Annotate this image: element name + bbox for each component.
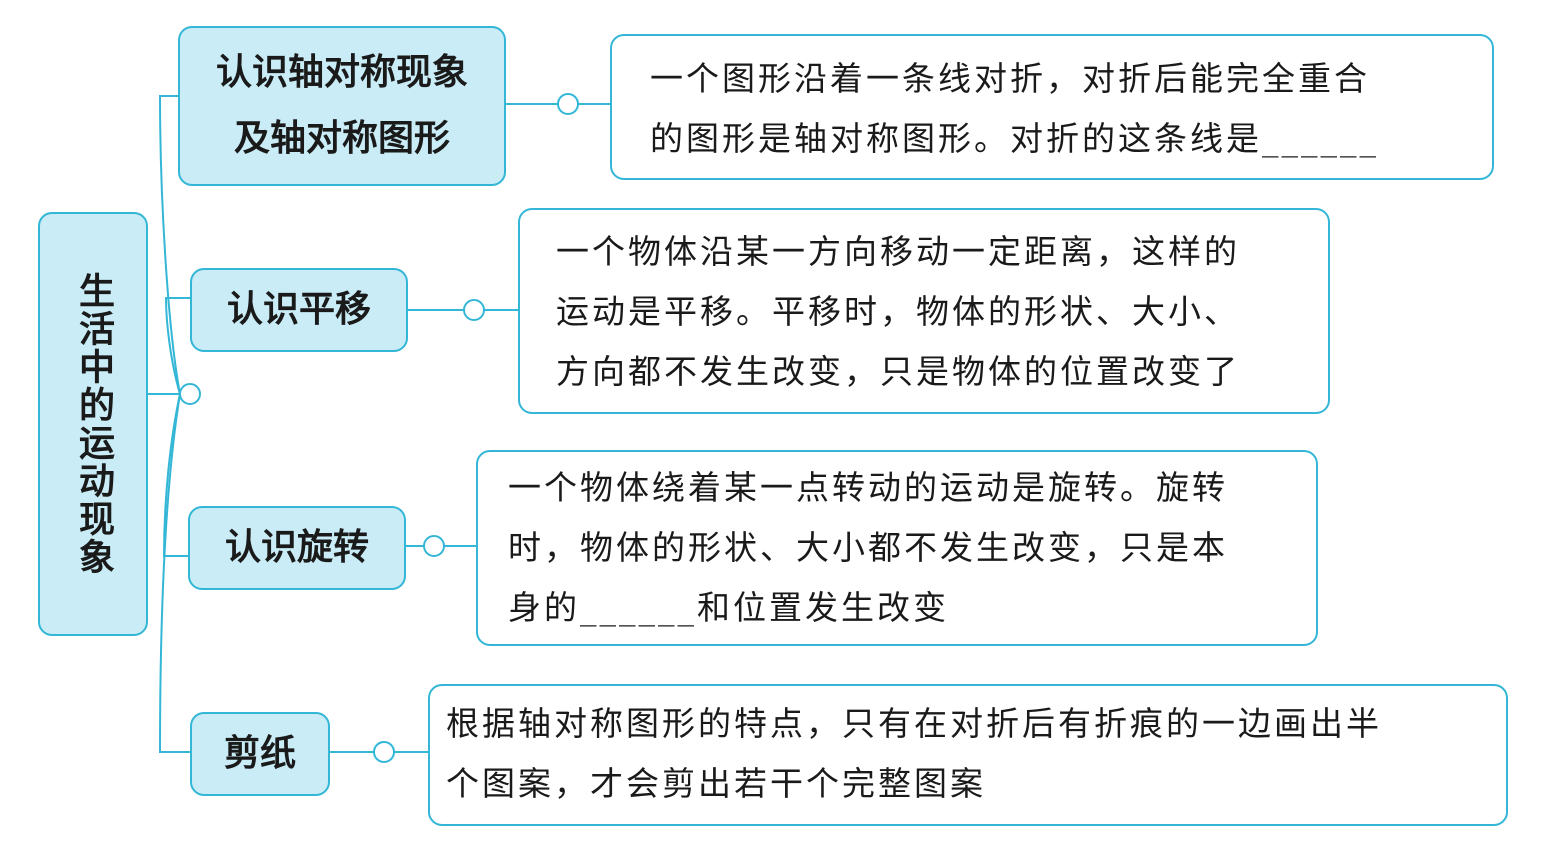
root-topic-title: 生活中的运动现象 xyxy=(73,272,114,576)
description-line: 运动是平移。平移时，物体的形状、大小、 xyxy=(556,292,1240,331)
branch-title-line: 认识轴对称现象 xyxy=(215,52,468,93)
description-line: 方向都不发生改变，只是物体的位置改变了 xyxy=(556,352,1240,391)
description-line: 一个物体沿某一方向移动一定距离，这样的 xyxy=(556,232,1240,271)
description-rotation: 一个物体绕着某一点转动的运动是旋转。旋转 时，物体的形状、大小都不发生改变，只是… xyxy=(476,450,1318,646)
spine-to-branch-4 xyxy=(158,393,190,753)
description-line: 时，物体的形状、大小都不发生改变，只是本 xyxy=(508,528,1228,567)
branch-rotation: 认识旋转 xyxy=(188,506,406,590)
description-line: 一个图形沿着一条线对折，对折后能完全重合 xyxy=(650,59,1370,98)
hub-node xyxy=(179,383,201,405)
description-line: 的图形是轴对称图形。对折的这条线是______ xyxy=(650,119,1379,158)
spine-to-branch-1 xyxy=(158,95,181,395)
branch-translation: 认识平移 xyxy=(190,268,408,352)
branch-title-line: 剪纸 xyxy=(223,733,296,774)
description-axial-symmetry: 一个图形沿着一条线对折，对折后能完全重合 的图形是轴对称图形。对折的这条线是__… xyxy=(610,34,1494,180)
junction-node-1 xyxy=(557,93,579,115)
description-line: 身的______和位置发生改变 xyxy=(508,588,949,627)
branch-paper-cutting: 剪纸 xyxy=(190,712,330,796)
branch-title-line: 认识旋转 xyxy=(224,527,369,568)
description-paper-cutting: 根据轴对称图形的特点，只有在对折后有折痕的一边画出半 个图案，才会剪出若干个完整… xyxy=(428,684,1508,826)
description-line: 个图案，才会剪出若干个完整图案 xyxy=(446,764,986,803)
junction-node-4 xyxy=(373,741,395,763)
description-translation: 一个物体沿某一方向移动一定距离，这样的 运动是平移。平移时，物体的形状、大小、 … xyxy=(518,208,1330,414)
root-topic-box: 生活中的运动现象 xyxy=(38,212,148,636)
junction-node-2 xyxy=(463,299,485,321)
description-line: 一个物体绕着某一点转动的运动是旋转。旋转 xyxy=(508,468,1228,507)
branch-title-line: 认识平移 xyxy=(226,289,371,330)
branch-axial-symmetry: 认识轴对称现象 及轴对称图形 xyxy=(178,26,506,186)
spine-to-branch-2 xyxy=(164,297,190,395)
description-line: 根据轴对称图形的特点，只有在对折后有折痕的一边画出半 xyxy=(446,704,1382,743)
junction-node-3 xyxy=(423,535,445,557)
branch-title-line: 及轴对称图形 xyxy=(233,118,450,159)
